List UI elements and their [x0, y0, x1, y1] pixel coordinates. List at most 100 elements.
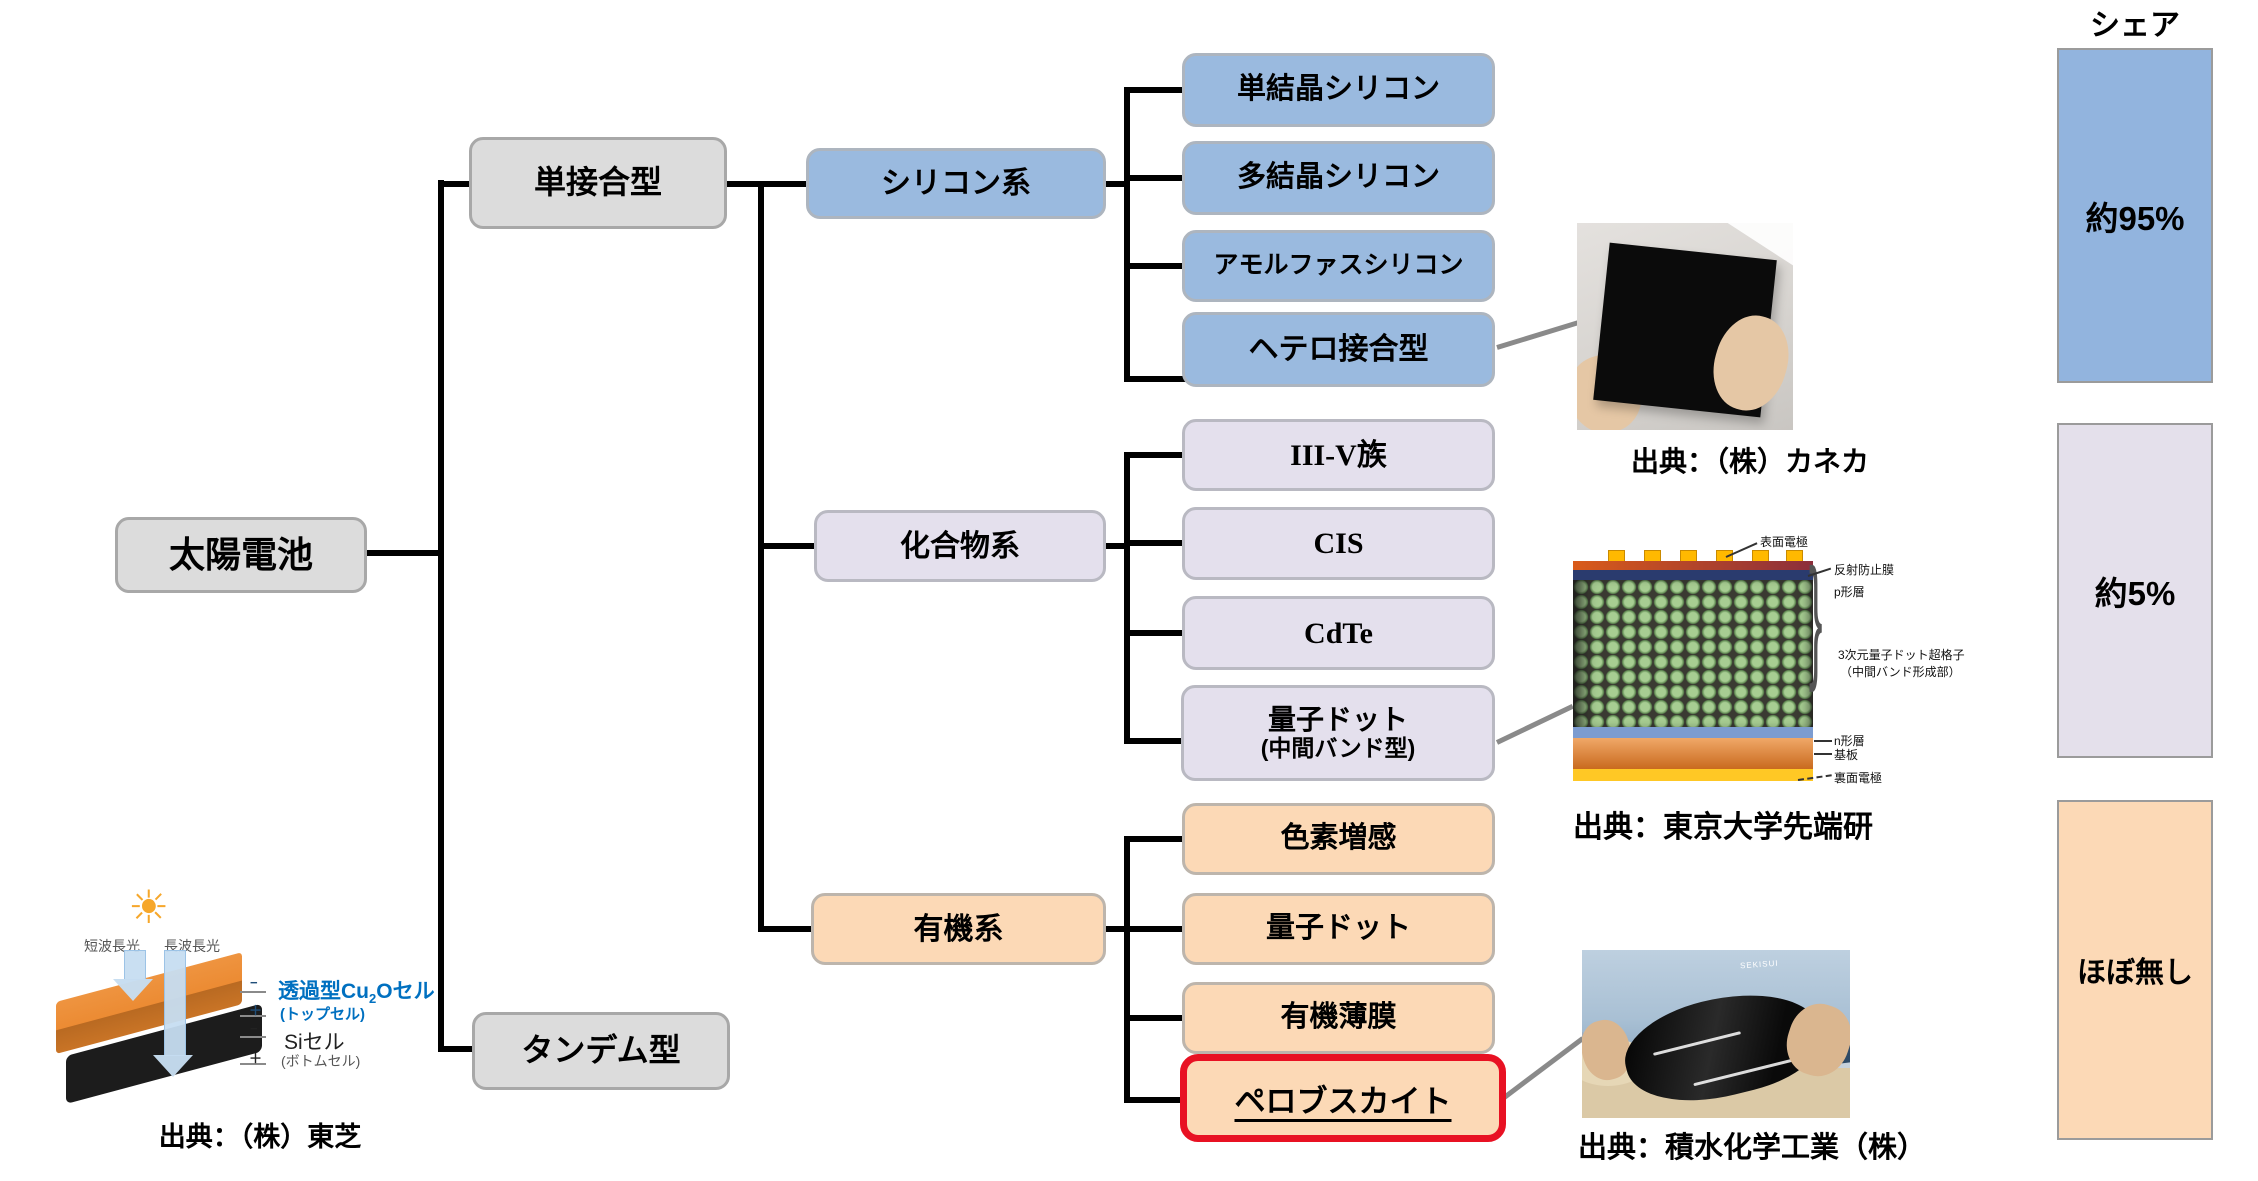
node-label: 単接合型	[533, 164, 662, 201]
node-sublabel: (中間バンド型)	[1260, 734, 1416, 761]
node-tandem: タンデム型	[472, 1012, 730, 1090]
node-label: 量子ドット	[1265, 912, 1411, 945]
electrode-tick	[240, 1015, 266, 1017]
label-text: 表面電極	[1760, 535, 1809, 549]
mark: ＋	[249, 1003, 263, 1018]
connector-line	[758, 181, 810, 187]
label-text: （中間バンド形成部）	[1840, 665, 1961, 679]
label-top-cell: (トップセル)	[280, 1003, 365, 1024]
label-text: 裏面電極	[1834, 771, 1883, 785]
node-organic-quantum-dot: 量子ドット	[1182, 893, 1495, 965]
photo-leader-line	[1496, 320, 1580, 350]
source-caption-toshiba: 出典：（株）東芝	[120, 1115, 400, 1154]
connector-line	[1106, 543, 1130, 549]
label-cu2o-cell: 透過型Cu2Oセル	[278, 975, 435, 1006]
connector-line	[1124, 738, 1186, 744]
label-subscript: 2	[369, 991, 377, 1007]
connector-line	[438, 1046, 478, 1052]
node-label: 多結晶シリコン	[1236, 161, 1440, 194]
label-bottom-cell: (ボトムセル)	[281, 1051, 360, 1071]
connector-line	[1124, 836, 1130, 1103]
connector-line	[758, 181, 764, 932]
node-label: CdTe	[1304, 616, 1373, 650]
label-text: n形層	[1834, 734, 1865, 748]
connector-line	[1124, 175, 1186, 181]
kaneka-heterojunction-photo	[1577, 223, 1793, 430]
antireflection-layer	[1573, 561, 1813, 570]
brace-glyph: }	[1809, 550, 1823, 687]
node-label: 単結晶シリコン	[1236, 73, 1440, 106]
brace-text: }	[1808, 541, 1823, 695]
node-label: 量子ドット	[1267, 703, 1408, 735]
connector-line	[758, 926, 815, 932]
electrode-tick	[240, 1036, 266, 1038]
mark: −	[250, 1021, 258, 1036]
node-cis: CIS	[1182, 507, 1495, 580]
node-label: 化合物系	[900, 529, 1020, 563]
node-cdte: CdTe	[1182, 596, 1495, 670]
substrate-band	[1573, 738, 1813, 769]
node-label: ペロブスカイト	[1234, 1083, 1452, 1119]
connector-line	[1124, 630, 1186, 636]
connector-line	[1124, 836, 1186, 842]
source-caption-utokyo: 出典：東京大学先端研	[1573, 802, 1873, 846]
share-value: ほぼ無し	[2076, 957, 2193, 989]
label-text: Siセル	[284, 1031, 345, 1054]
node-heterojunction: ヘテロ接合型	[1182, 312, 1495, 387]
node-quantum-dot-intermediate-band: 量子ドット (中間バンド型)	[1181, 685, 1495, 781]
mark: −	[250, 975, 258, 990]
share-value: 約5%	[2094, 574, 2176, 612]
source-caption-sekisui: 出典：積水化学工業（株）	[1578, 1124, 1926, 1166]
caption-text: 出典：東京大学先端研	[1573, 811, 1873, 844]
node-label: ヘテロ接合型	[1248, 333, 1429, 366]
node-label: CIS	[1313, 527, 1364, 560]
photo-leader-line	[1501, 1036, 1585, 1101]
share-segment-organic: ほぼ無し	[2057, 800, 2213, 1140]
label-text: Oセル	[376, 980, 435, 1003]
node-perovskite-highlighted: ペロブスカイト	[1180, 1054, 1506, 1142]
node-organic-family: 有機系	[811, 893, 1106, 965]
connector-line	[1124, 87, 1130, 382]
label-leader-line	[1814, 740, 1832, 742]
connector-line	[438, 181, 474, 187]
node-organic-thin-film: 有機薄膜	[1182, 982, 1495, 1054]
connector-line	[367, 550, 444, 556]
electrode-tick	[240, 991, 266, 993]
connector-line	[1124, 452, 1130, 744]
label-leader-line	[1814, 753, 1832, 755]
label-antireflection: 反射防止膜	[1834, 561, 1894, 578]
quantum-dot-superlattice	[1573, 580, 1813, 727]
connector-line	[727, 181, 764, 187]
label-text: 3次元量子ドット超格子	[1838, 648, 1965, 662]
node-single-junction: 単接合型	[469, 137, 727, 229]
p-layer-band	[1573, 570, 1813, 580]
caption-text: 出典：（株）カネカ	[1630, 446, 1869, 477]
label-text: (トップセル)	[280, 1006, 365, 1023]
photo-leader-line	[1495, 703, 1574, 745]
connector-line	[1124, 452, 1186, 458]
label-back-electrode: 裏面電極	[1834, 769, 1882, 786]
n-layer-band	[1573, 727, 1813, 738]
node-amorphous-si: アモルファスシリコン	[1182, 230, 1495, 302]
label-n-layer: n形層	[1834, 732, 1865, 749]
sun-glyph: ☀	[128, 881, 170, 933]
node-label: 色素増感	[1280, 822, 1397, 855]
node-mono-si: 単結晶シリコン	[1182, 53, 1495, 127]
connector-line	[1124, 263, 1186, 269]
label-text: 反射防止膜	[1834, 563, 1895, 577]
sun-icon: ☀	[128, 884, 169, 930]
node-compound-family: 化合物系	[814, 510, 1106, 582]
label-text: 透過型Cu	[278, 980, 369, 1003]
node-label: III-V族	[1290, 438, 1387, 472]
minus-mark: −	[250, 1021, 258, 1036]
share-segment-silicon: 約95%	[2057, 48, 2213, 383]
label-superlattice: 3次元量子ドット超格子	[1838, 646, 1965, 663]
label-surface-electrode: 表面電極	[1760, 533, 1808, 550]
source-caption-kaneka: 出典：（株）カネカ	[1600, 440, 1900, 480]
back-electrode-band	[1573, 769, 1813, 781]
connector-line	[1106, 926, 1130, 932]
node-label: タンデム型	[521, 1032, 681, 1069]
plus-mark: ＋	[249, 1000, 262, 1019]
label-text: 基板	[1834, 748, 1859, 762]
